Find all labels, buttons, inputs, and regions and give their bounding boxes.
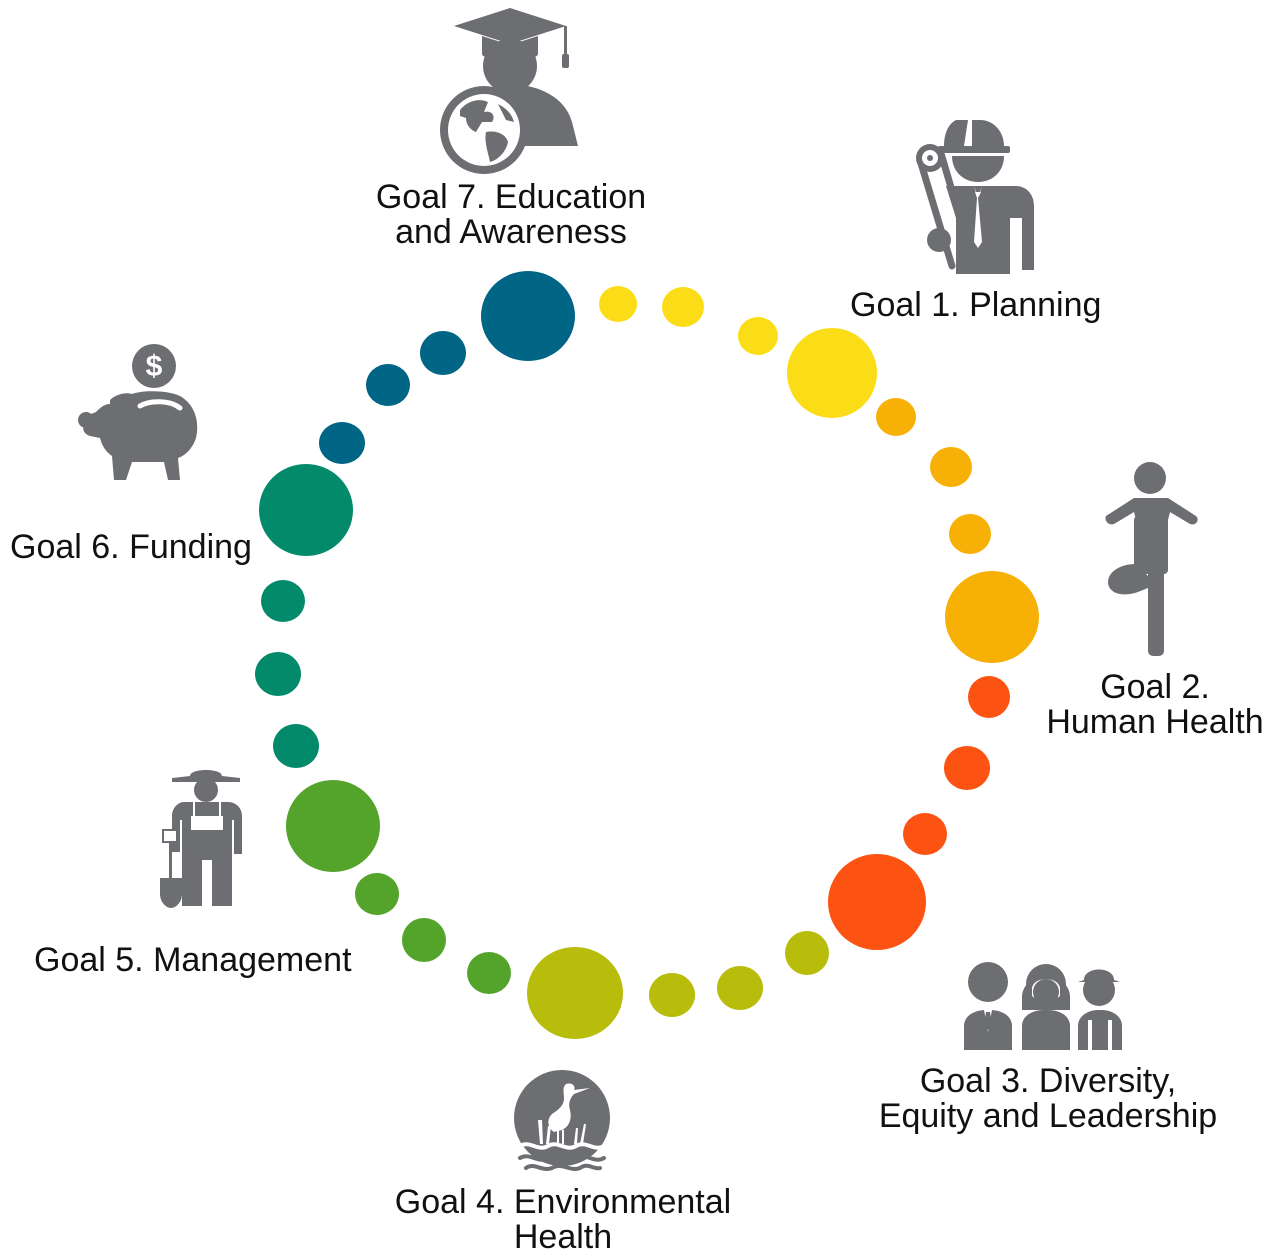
dollar-sign-glyph: $	[146, 350, 163, 383]
group-of-people-icon	[964, 962, 1122, 1050]
goal-2-small-dot-2	[930, 447, 972, 487]
goal-6-small-dot-19	[261, 580, 305, 622]
goal-6-small-dot-18	[255, 652, 301, 696]
goal-5-small-dot-13	[467, 952, 511, 994]
piggy-bank-icon: $	[78, 344, 198, 480]
goal-7-small-dot-23	[420, 331, 466, 375]
goal-2-label: Goal 2. Human Health	[1030, 670, 1280, 740]
goal-4-label: Goal 4. Environmental Health	[363, 1185, 763, 1255]
goal-6-big-dot-20	[259, 464, 353, 556]
goal-1-label-line-1: Goal 1. Planning	[850, 286, 1102, 324]
goal-2-small-dot-3	[949, 514, 991, 554]
goal-1-label: Goal 1. Planning	[850, 288, 1101, 323]
goal-7-label: Goal 7. Education and Awareness	[336, 180, 686, 250]
heron-in-wetland-icon	[514, 1070, 610, 1171]
goal-3-small-dot-5	[968, 676, 1010, 718]
goal-1-small-dot-25	[599, 286, 637, 322]
engineer-with-blueprints-icon	[916, 120, 1034, 274]
goal-2-label-line-2: Human Health	[1046, 703, 1264, 741]
goal-4-small-dot-10	[717, 966, 763, 1010]
goal-3-small-dot-6	[944, 746, 990, 790]
goal-4-label-line-2: Health	[513, 1218, 613, 1256]
goal-1-small-dot-27	[738, 317, 778, 355]
goal-4-label-line-1: Goal 4. Environmental	[394, 1183, 732, 1221]
goal-7-label-line-2: and Awareness	[395, 213, 627, 251]
goal-2-big-dot-4	[945, 571, 1039, 663]
goal-4-small-dot-11	[649, 973, 695, 1017]
goal-7-small-dot-21	[319, 422, 365, 464]
goal-4-small-dot-9	[785, 931, 829, 975]
goal-3-label: Goal 3. Diversity, Equity and Leadership	[848, 1064, 1248, 1134]
farmer-with-shovel-icon	[160, 770, 242, 908]
goal-4-big-dot-12	[527, 947, 623, 1039]
goal-5-small-dot-14	[402, 918, 446, 962]
goal-3-big-dot-8	[828, 854, 926, 950]
goal-2-label-line-1: Goal 2.	[1100, 668, 1210, 706]
goal-3-small-dot-7	[903, 813, 947, 855]
goal-3-label-line-1: Goal 3. Diversity,	[919, 1062, 1177, 1100]
goal-1-big-dot-0	[787, 328, 877, 418]
goal-5-label-line-1: Goal 5. Management	[34, 941, 352, 979]
goal-1-small-dot-26	[662, 287, 704, 327]
goal-5-small-dot-15	[355, 873, 399, 915]
goal-7-small-dot-22	[366, 364, 410, 406]
goal-6-label-line-1: Goal 6. Funding	[10, 528, 252, 566]
goal-5-big-dot-16	[286, 780, 380, 872]
goal-7-label-line-1: Goal 7. Education	[375, 178, 647, 216]
goal-6-small-dot-17	[273, 724, 319, 768]
goal-3-label-line-2: Equity and Leadership	[878, 1097, 1218, 1135]
graduate-and-globe-icon	[440, 8, 578, 174]
yoga-tree-pose-icon	[1105, 462, 1198, 656]
goal-2-small-dot-1	[876, 398, 916, 436]
goal-7-big-dot-24	[481, 271, 575, 361]
goal-6-label: Goal 6. Funding	[10, 530, 252, 565]
goal-5-label: Goal 5. Management	[34, 943, 352, 978]
